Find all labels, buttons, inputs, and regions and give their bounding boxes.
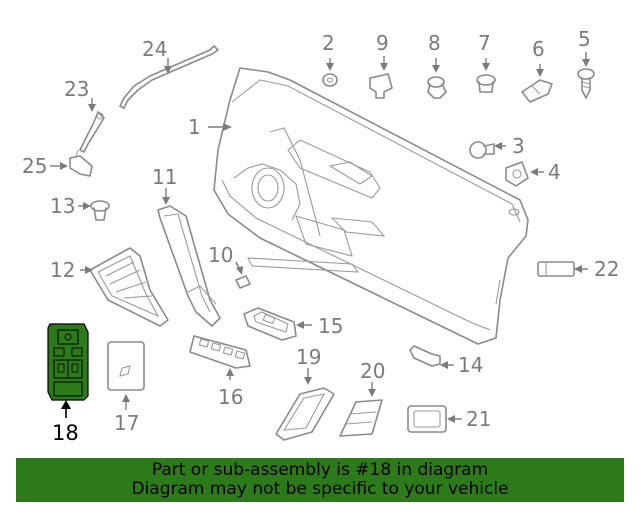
callout-1: 1	[188, 115, 201, 139]
callout-23: 23	[64, 77, 89, 101]
speaker-grille-part-12	[89, 247, 169, 327]
clip-part-13	[90, 200, 110, 221]
callout-14: 14	[458, 353, 483, 377]
callout-13: 13	[50, 194, 75, 218]
window-switch-part-18	[47, 323, 89, 401]
callout-19: 19	[296, 345, 321, 369]
push-clip-part-8	[427, 76, 447, 99]
clip-part-6	[521, 79, 553, 103]
callout-10: 10	[208, 243, 233, 267]
clip-part-14	[409, 345, 441, 367]
callout-11: 11	[152, 165, 177, 189]
callout-5: 5	[578, 27, 591, 51]
clip-part-4	[505, 161, 529, 187]
seal-strip-part-24	[119, 45, 219, 109]
parts-diagram: 1 24 23 25 13 12 11	[22, 27, 619, 445]
callout-16: 16	[218, 385, 243, 409]
handle-bezel-part-15	[243, 307, 297, 341]
callout-17: 17	[114, 411, 139, 435]
callout-3: 3	[512, 134, 525, 158]
callout-7: 7	[478, 31, 491, 55]
callout-24: 24	[142, 37, 167, 61]
rod-part-23	[79, 111, 105, 153]
switch-blank-part-17	[107, 341, 145, 391]
callout-20: 20	[360, 359, 385, 383]
clip-part-3	[469, 141, 495, 159]
callout-6: 6	[532, 37, 545, 61]
callout-22: 22	[594, 257, 619, 281]
clip-part-9	[369, 73, 393, 99]
callout-4: 4	[548, 160, 561, 184]
callout-25: 25	[22, 154, 47, 178]
banner-line-2: Diagram may not be specific to your vehi…	[131, 479, 509, 499]
callout-2: 2	[322, 31, 335, 55]
clip-part-10	[235, 275, 251, 289]
banner-line-1: Part or sub-assembly is #18 in diagram	[151, 460, 489, 480]
washer-part-2	[322, 73, 338, 87]
bracket-part-25	[69, 149, 93, 177]
reflector-part-22	[537, 261, 575, 277]
insulation-pad-part-20	[339, 399, 383, 437]
door-panel-part-1	[213, 67, 529, 345]
callout-9: 9	[376, 31, 389, 55]
screw-part-5	[577, 68, 595, 99]
pocket-liner-part-19	[275, 387, 335, 441]
callout-21: 21	[466, 407, 491, 431]
callout-18: 18	[52, 421, 79, 445]
push-clip-part-7	[476, 74, 496, 93]
callout-8: 8	[428, 31, 441, 55]
switch-panel-part-16	[189, 335, 251, 369]
armrest-trim-part-11	[157, 205, 221, 327]
callout-15: 15	[318, 314, 343, 338]
notice-banner: Part or sub-assembly is #18 in diagram D…	[16, 458, 624, 502]
callout-12: 12	[50, 258, 75, 282]
courtesy-light-part-21	[407, 405, 447, 433]
